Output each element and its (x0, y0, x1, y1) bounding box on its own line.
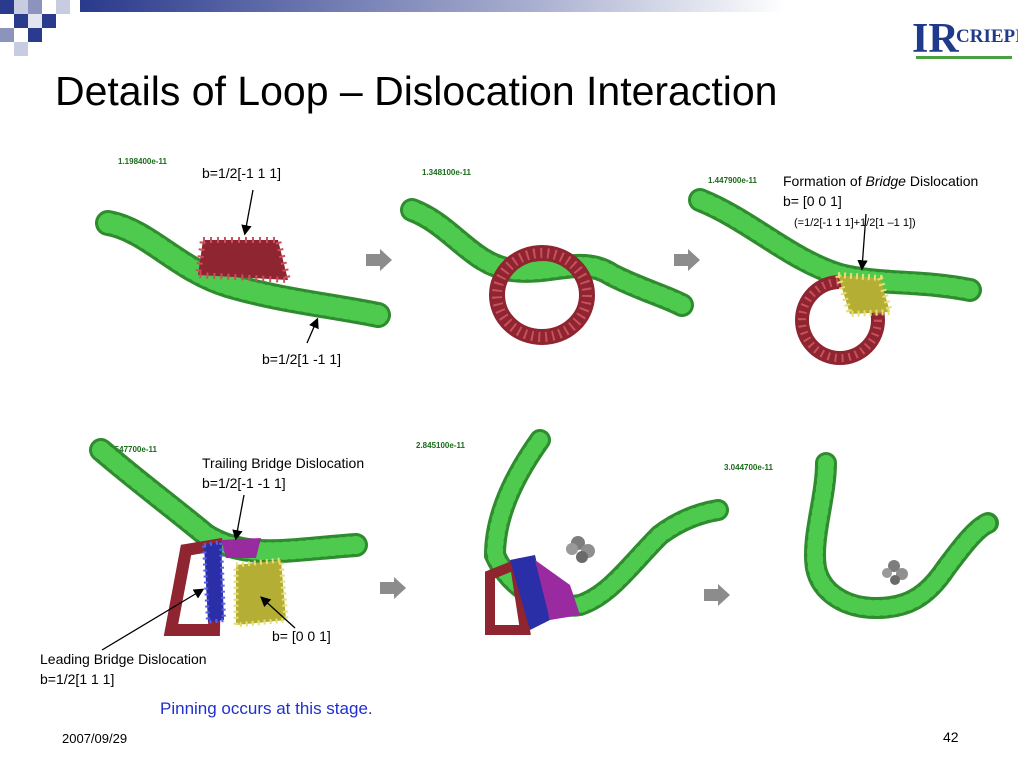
frame-3-timestamp: 1.447900e-11 (708, 176, 757, 185)
frame-5-gray-cluster (566, 536, 595, 563)
corner-squares-decoration (0, 0, 70, 56)
frame-4-timestamp: 1.547700e-11 (108, 445, 157, 454)
svg-text:IR: IR (912, 16, 959, 62)
slide-title: Details of Loop – Dislocation Interactio… (55, 68, 778, 114)
trailing-bridge-label: Trailing Bridge Dislocation (202, 455, 365, 471)
formation-sum-label: (=1/2[-1 1 1]+1/2[1 –1 1]) (794, 217, 916, 229)
frame-6-simulation (804, 452, 999, 620)
formation-burgers-label: b= [0 0 1] (783, 193, 842, 209)
frame-6-gray-cluster (882, 560, 908, 585)
frame-4-leading-bridge (201, 539, 227, 625)
step-arrow-icon (366, 249, 392, 271)
formation-label: Formation of Bridge Dislocation (783, 173, 979, 189)
leading-bridge-burgers: b=1/2[1 1 1] (40, 671, 115, 687)
frame-1-dislocation-line (95, 210, 391, 328)
frame-1-timestamp: 1.198400e-11 (118, 157, 167, 166)
criepi-logo-mark: IR CRIEPI (912, 16, 1023, 62)
frame-3-simulation (688, 188, 982, 365)
criepi-logo: IR CRIEPI (910, 8, 1023, 64)
loop-burgers-label: b=1/2[-1 1 1] (202, 165, 282, 181)
frame-6-timestamp: 3.044700e-11 (724, 463, 773, 472)
step-arrow-icon (674, 249, 700, 271)
line-burgers-label: b=1/2[1 -1 1] (262, 351, 342, 367)
frame-5-residual-loop (485, 555, 580, 635)
frame-2-loop (489, 245, 595, 345)
pinning-note: Pinning occurs at this stage. (160, 699, 373, 718)
frame-1-loop (194, 237, 292, 284)
frame-6-dislocation-line (804, 452, 999, 620)
leading-bridge-label: Leading Bridge Dislocation (40, 651, 207, 667)
header-bar (0, 0, 910, 56)
frame-2-timestamp: 1.348100e-11 (422, 168, 471, 177)
frame-4-trailing-bridge (221, 538, 261, 558)
step-arrow-icon (380, 577, 406, 599)
page-number: 42 (943, 729, 959, 745)
frame-4-dislocation-line (89, 438, 368, 564)
trailing-bridge-burgers: b=1/2[-1 -1 1] (202, 475, 286, 491)
step-arrow-icon (704, 584, 730, 606)
svg-text:CRIEPI: CRIEPI (956, 26, 1018, 47)
bridge-burgers-label: b= [0 0 1] (272, 628, 331, 644)
frame-4-simulation (89, 438, 368, 636)
slide-date: 2007/09/29 (62, 731, 128, 746)
frame-5-simulation (483, 429, 729, 635)
frame-3-bridge-segment (833, 271, 894, 318)
frame-1-simulation (95, 210, 391, 328)
frame-2-dislocation-line (400, 198, 694, 317)
frame-5-timestamp: 2.845100e-11 (416, 441, 465, 450)
frame-2-simulation (400, 198, 694, 345)
